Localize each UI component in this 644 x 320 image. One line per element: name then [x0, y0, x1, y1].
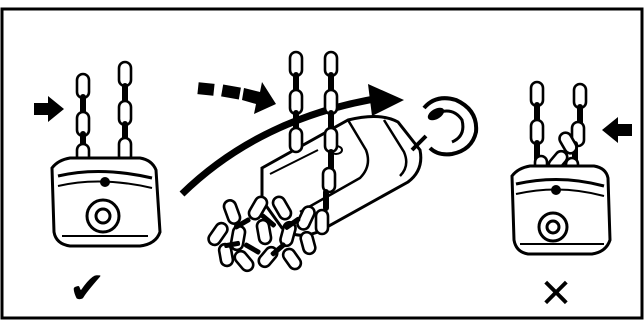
chain-left-strand [75, 72, 91, 170]
outer-border [0, 7, 644, 320]
dashed-arrow-icon [197, 82, 276, 114]
check-mark-icon: ✔ [69, 263, 106, 314]
arrow-left-icon [602, 117, 632, 143]
hoist-body-right [510, 164, 612, 256]
panel-left-correct: ✔ [34, 60, 162, 314]
curved-arrow [179, 94, 381, 197]
panel-middle-twisted [179, 50, 479, 273]
curved-arrow-head-icon [368, 84, 404, 116]
cross-mark-icon: ✕ [539, 271, 573, 317]
tangled-chain-bars [224, 213, 301, 257]
arrow-right-icon [34, 96, 64, 122]
hoist-body-left [50, 156, 162, 248]
chain-right-strand [117, 60, 133, 164]
chain-middle-left-strand [288, 50, 304, 154]
panel-right-incorrect: ✕ [510, 80, 632, 317]
hook-icon [410, 96, 479, 157]
